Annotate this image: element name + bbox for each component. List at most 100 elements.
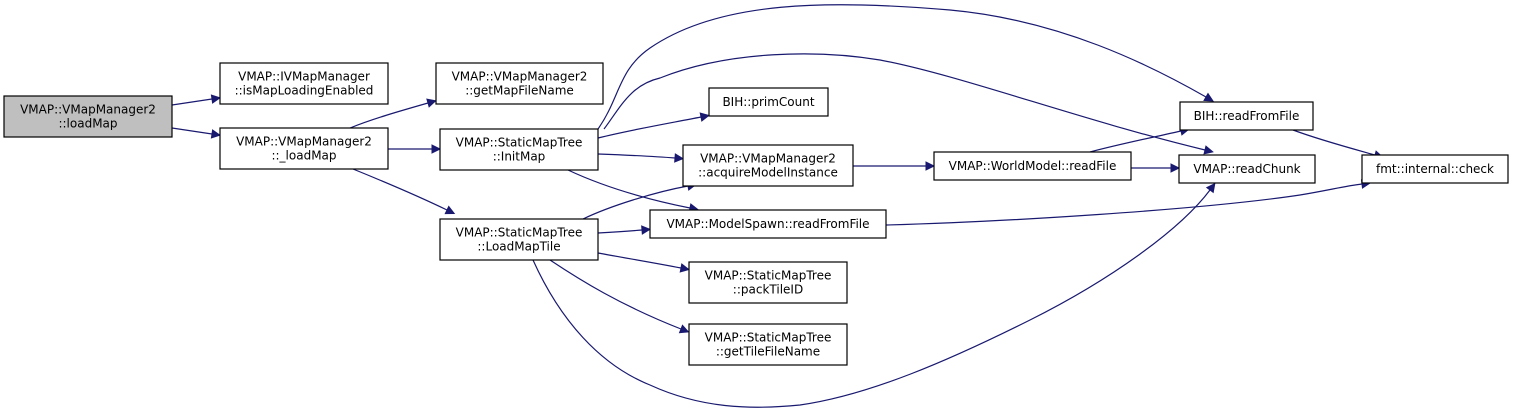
arrowhead-icon: [1205, 182, 1216, 194]
node-label-line: VMAP::WorldModel::readFile: [949, 159, 1117, 173]
node-label-line: ::InitMap: [493, 150, 546, 164]
node-isMapLoadingEnabled[interactable]: VMAP::IVMapManager::isMapLoadingEnabled: [219, 62, 389, 105]
node-BIHReadFromFile[interactable]: BIH::readFromFile: [1179, 101, 1314, 131]
edge-_loadMap-to-LoadMapTile: [352, 168, 456, 215]
node-getMapFileName[interactable]: VMAP::VMapManager2::getMapFileName: [435, 62, 604, 105]
node-label-line: ::packTileID: [733, 283, 803, 297]
edge-ModelSpawnReadFromFile-to-fmtCheck: [885, 179, 1372, 226]
edge-line: [171, 98, 213, 106]
edge-InitMap-to-primCount: [597, 112, 710, 139]
node-box[interactable]: [439, 218, 599, 261]
node-label-line: VMAP::VMapManager2: [20, 103, 156, 117]
edge-line: [603, 53, 1206, 151]
node-label-line: ::getTileFileName: [716, 345, 820, 359]
edge-InitMap-to-readChunk: [603, 53, 1214, 155]
edge-loadMap-to-_loadMap: [171, 127, 222, 139]
edges-layer: [171, 4, 1384, 408]
edge-_loadMap-to-getMapFileName: [349, 98, 437, 129]
node-WorldModelReadFile[interactable]: VMAP::WorldModel::readFile: [933, 151, 1132, 181]
node-box[interactable]: [682, 144, 854, 187]
edge-line: [1292, 129, 1376, 156]
arrowhead-icon: [674, 153, 685, 163]
edge-line: [597, 153, 676, 159]
node-label-line: BIH::readFromFile: [1194, 109, 1300, 123]
node-label-line: VMAP::VMapManager2: [452, 70, 588, 84]
arrowhead-icon: [444, 205, 456, 215]
node-LoadMapTile[interactable]: VMAP::StaticMapTree::LoadMapTile: [439, 218, 599, 261]
edge-line: [567, 169, 691, 209]
node-label-line: VMAP::StaticMapTree: [705, 331, 832, 345]
edge-WorldModelReadFile-to-BIHReadFromFile: [1089, 126, 1190, 153]
edge-InitMap-to-BIHReadFromFile: [597, 4, 1214, 130]
node-box[interactable]: [688, 323, 848, 366]
edge-_loadMap-to-InitMap: [388, 144, 442, 154]
edge-line: [1089, 130, 1182, 153]
node-label-line: BIH::primCount: [722, 95, 814, 109]
node-label-line: ::LoadMapTile: [477, 240, 560, 254]
node-box[interactable]: [219, 62, 389, 105]
node-label-line: VMAP::StaticMapTree: [456, 226, 583, 240]
node-label-line: ::_loadMap: [271, 149, 336, 163]
edge-line: [597, 229, 643, 234]
node-label-line: VMAP::StaticMapTree: [705, 269, 832, 283]
edge-line: [597, 252, 682, 269]
node-box[interactable]: [688, 261, 848, 304]
node-label-line: ::loadMap: [58, 117, 117, 131]
node-label-line: ::getMapFileName: [465, 84, 574, 98]
edge-acquireModelInstance-to-WorldModelReadFile: [853, 161, 936, 171]
node-box[interactable]: [933, 151, 1132, 181]
node-loadMap[interactable]: VMAP::VMapManager2::loadMap: [3, 95, 173, 138]
node-label-line: VMAP::readChunk: [1193, 162, 1300, 176]
arrowhead-icon: [1203, 92, 1214, 102]
node-label-line: ::acquireModelInstance: [698, 166, 838, 180]
nodes-layer: VMAP::VMapManager2::loadMap VMAP::IVMapMa…: [3, 62, 1509, 366]
node-ModelSpawnReadFromFile[interactable]: VMAP::ModelSpawn::readFromFile: [649, 209, 887, 239]
node-box[interactable]: [219, 127, 389, 170]
node-label-line: VMAP::VMapManager2: [700, 152, 836, 166]
node-readChunk[interactable]: VMAP::readChunk: [1178, 154, 1316, 184]
edge-line: [885, 183, 1363, 226]
arrowhead-icon: [1203, 145, 1214, 155]
node-acquireModelInstance[interactable]: VMAP::VMapManager2::acquireModelInstance: [682, 144, 854, 187]
node-label-line: VMAP::StaticMapTree: [456, 136, 583, 150]
node-label-line: VMAP::ModelSpawn::readFromFile: [666, 217, 869, 231]
node-label-line: fmt::internal::check: [1376, 162, 1494, 176]
edge-loadMap-to-isMapLoadingEnabled: [171, 94, 222, 106]
edge-line: [549, 259, 682, 330]
edge-line: [171, 127, 213, 135]
edge-line: [352, 168, 448, 211]
node-box[interactable]: [1179, 101, 1314, 131]
edge-line: [597, 116, 702, 139]
node-box[interactable]: [1178, 154, 1316, 184]
arrowhead-icon: [678, 324, 690, 334]
arrowhead-icon: [925, 161, 936, 171]
node-label-line: VMAP::VMapManager2: [236, 135, 372, 149]
arrowhead-icon: [1170, 163, 1181, 173]
edge-LoadMapTile-to-getTileFileName: [549, 259, 690, 334]
edge-LoadMapTile-to-readChunk: [532, 182, 1216, 408]
node-label-line: ::isMapLoadingEnabled: [235, 84, 374, 98]
node-box[interactable]: [649, 209, 887, 239]
edge-line: [349, 102, 429, 129]
node-fmtCheck[interactable]: fmt::internal::check: [1361, 154, 1509, 184]
arrowhead-icon: [426, 98, 437, 108]
edge-line: [532, 189, 1211, 408]
arrowhead-icon: [431, 144, 442, 154]
node-_loadMap[interactable]: VMAP::VMapManager2::_loadMap: [219, 127, 389, 170]
node-packTileID[interactable]: VMAP::StaticMapTree::packTileID: [688, 261, 848, 304]
node-InitMap[interactable]: VMAP::StaticMapTree::InitMap: [439, 128, 599, 171]
node-box[interactable]: [708, 87, 829, 117]
edge-LoadMapTile-to-packTileID: [597, 252, 690, 273]
arrowhead-icon: [210, 94, 222, 104]
node-box[interactable]: [439, 128, 599, 171]
node-box[interactable]: [1361, 154, 1509, 184]
node-box[interactable]: [435, 62, 604, 105]
arrowhead-icon: [210, 129, 222, 139]
edge-line: [582, 185, 689, 220]
arrowhead-icon: [641, 225, 652, 235]
node-primCount[interactable]: BIH::primCount: [708, 87, 829, 117]
node-getTileFileName[interactable]: VMAP::StaticMapTree::getTileFileName: [688, 323, 848, 366]
edge-InitMap-to-acquireModelInstance: [597, 153, 685, 163]
node-box[interactable]: [3, 95, 173, 138]
